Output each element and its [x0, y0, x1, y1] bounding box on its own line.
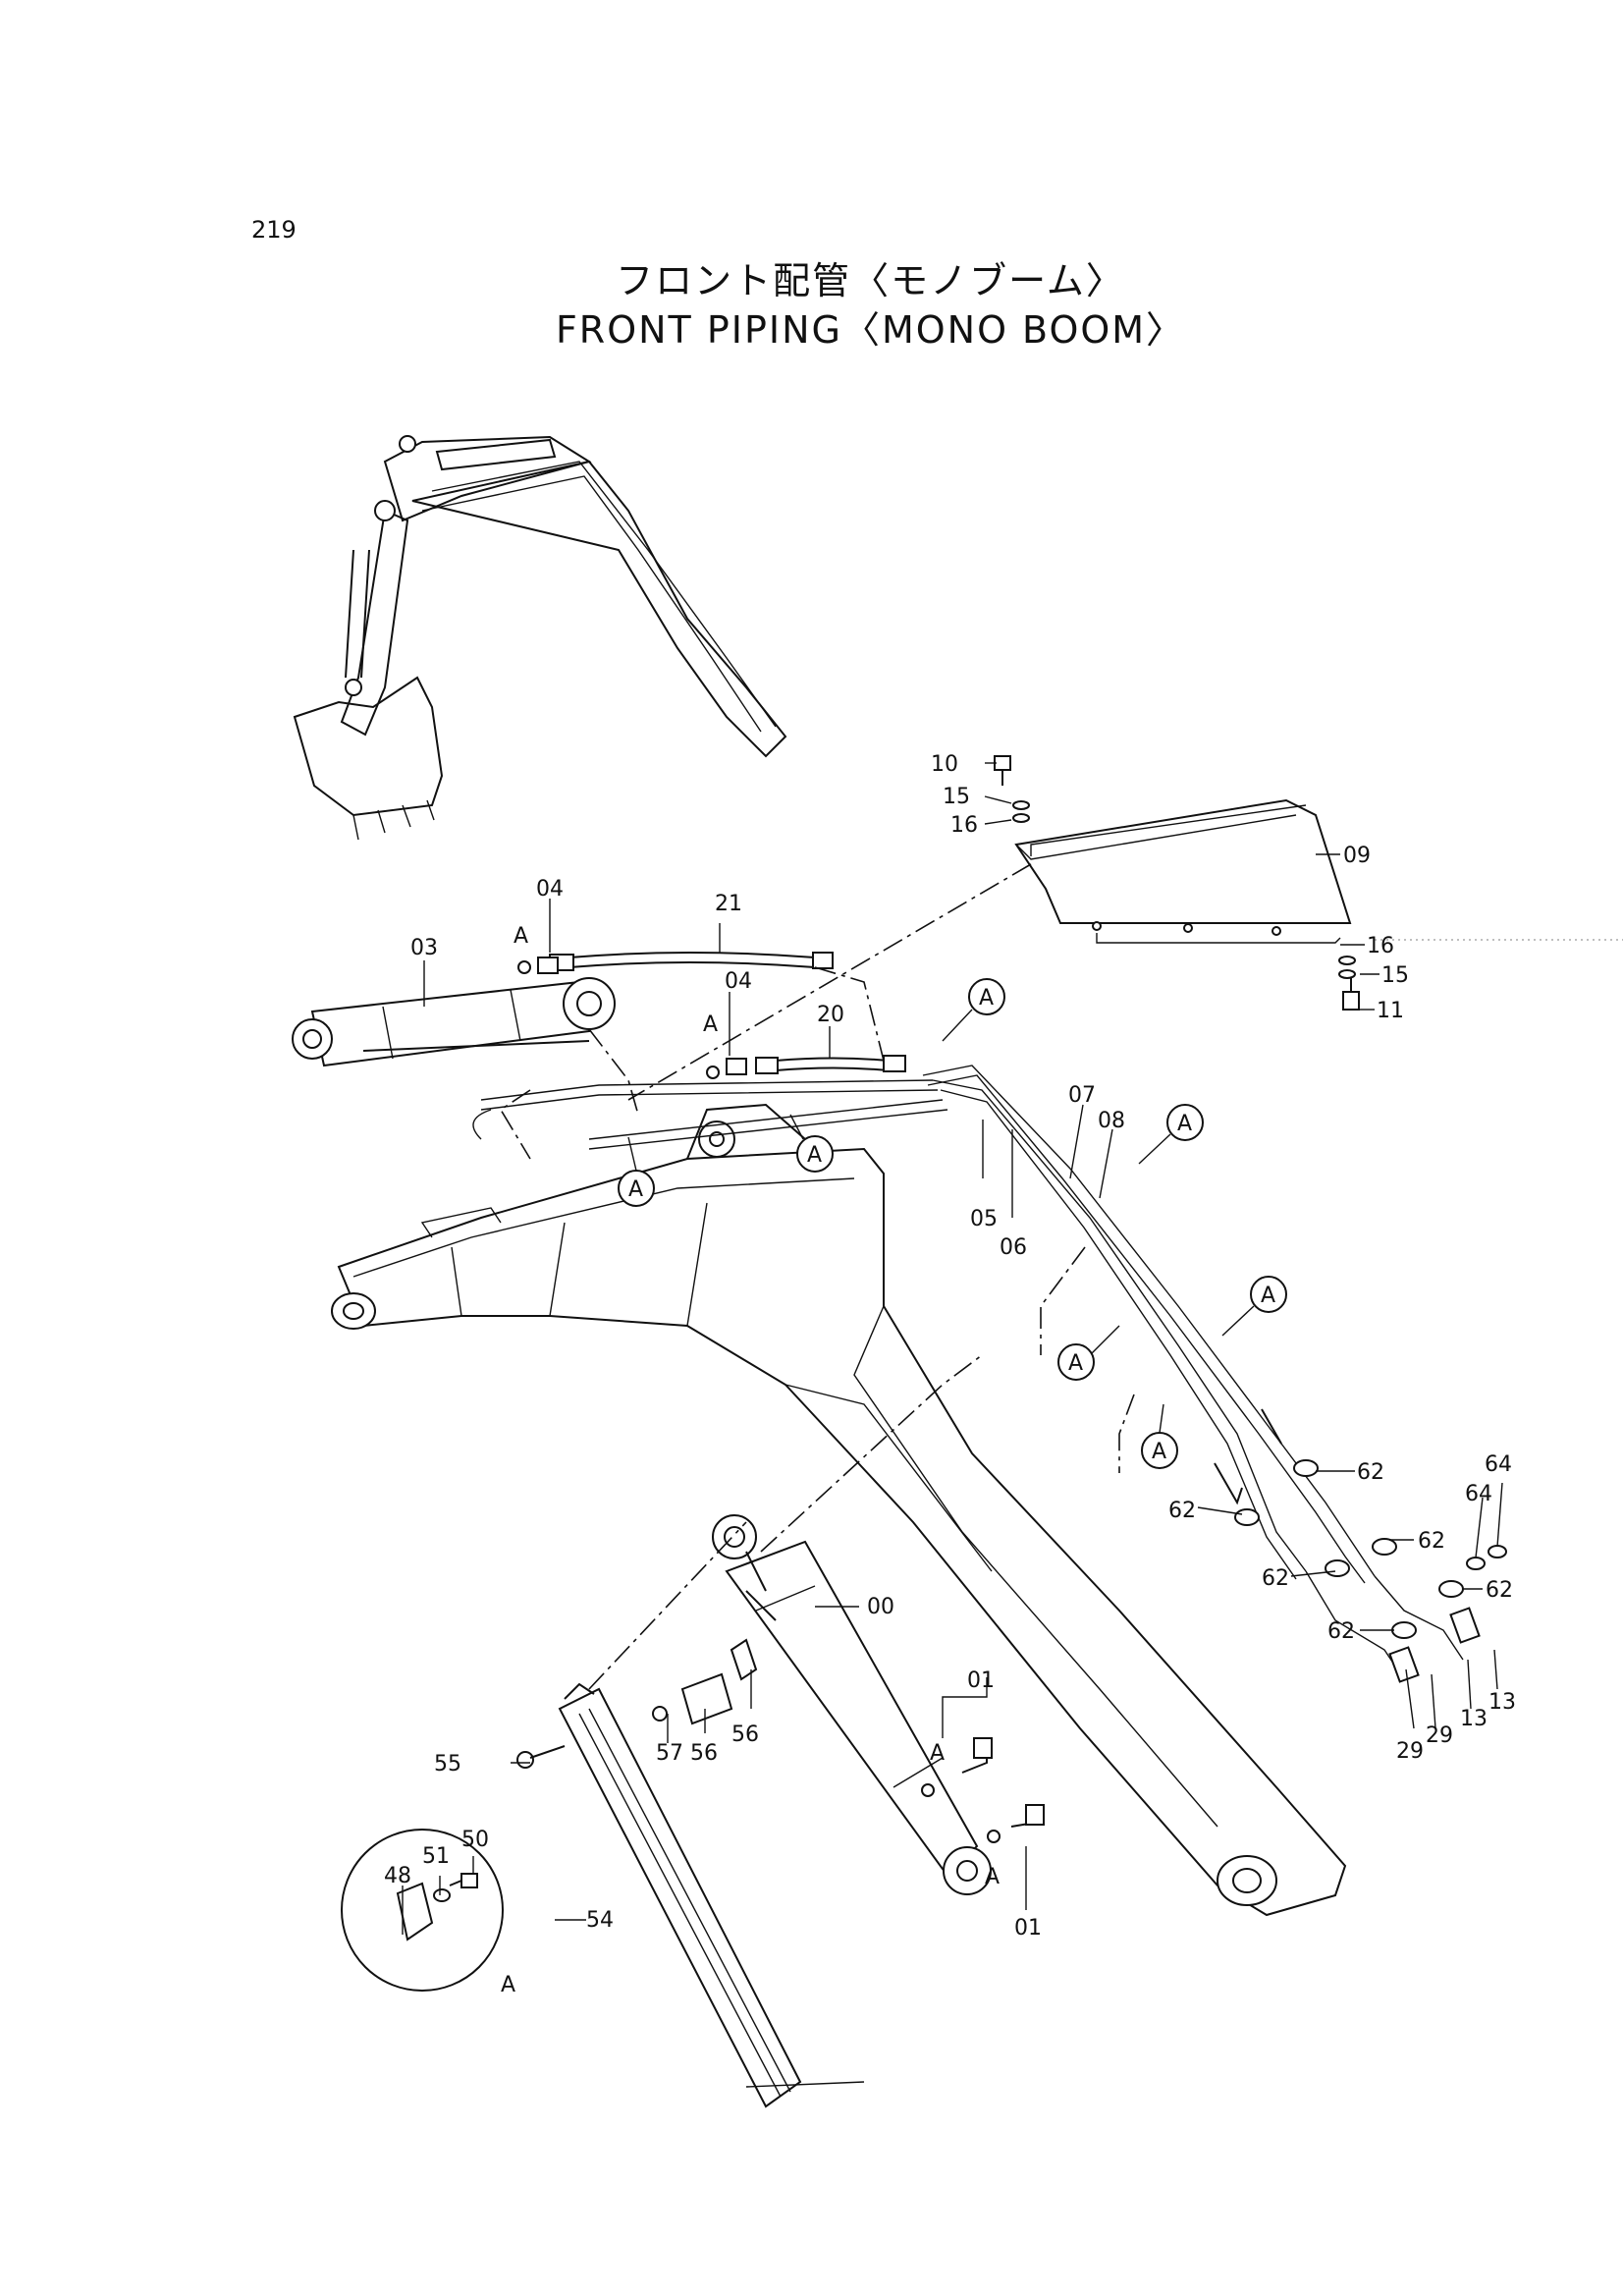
- label-15a: 15: [943, 785, 970, 809]
- label-54: 54: [586, 1908, 614, 1933]
- bolt-11: [1338, 956, 1360, 1011]
- leader-lines: [402, 762, 1503, 2088]
- label-08: 08: [1098, 1109, 1125, 1133]
- label-06: 06: [1000, 1235, 1027, 1260]
- label-09: 09: [1343, 844, 1371, 868]
- boom: [331, 1103, 1347, 1917]
- label-04b: 04: [725, 969, 752, 994]
- label-04a: 04: [536, 877, 564, 902]
- detail-label-a: A: [501, 1973, 515, 1997]
- ref-marker-7: A: [1141, 1403, 1178, 1469]
- label-64b: 64: [1465, 1482, 1492, 1506]
- ref-marker-3-label: A: [628, 1177, 643, 1202]
- label-50: 50: [461, 1828, 489, 1852]
- ref-a-fitting-04-lower: A: [703, 1012, 718, 1037]
- hose-21: [549, 952, 834, 971]
- ref-marker-5-label: A: [1261, 1284, 1275, 1308]
- title-english: FRONT PIPING〈MONO BOOM〉: [555, 308, 1186, 352]
- elbow-01-upper: [921, 1737, 993, 1797]
- label-16b: 16: [1367, 934, 1394, 958]
- boom-cylinder-00: [712, 1514, 992, 1895]
- detail-circle: [341, 1829, 504, 1992]
- label-29a: 29: [1396, 1739, 1424, 1764]
- label-21: 21: [715, 892, 742, 916]
- label-01b: 01: [1014, 1916, 1042, 1941]
- cover-plate: [1014, 798, 1352, 944]
- ref-markers: A A A A A A A: [618, 978, 1287, 1469]
- guard-54: [558, 1682, 802, 2108]
- label-62c: 62: [1418, 1529, 1445, 1554]
- label-01a: 01: [967, 1668, 995, 1693]
- o-rings-64: [1466, 1545, 1507, 1570]
- elbow-01-lower: [987, 1804, 1045, 1843]
- label-13a: 13: [1460, 1707, 1488, 1731]
- label-51: 51: [422, 1844, 450, 1869]
- fitting-04-upper: [517, 957, 559, 974]
- ref-a-fitting-04-upper: A: [514, 924, 528, 949]
- label-11: 11: [1377, 999, 1404, 1023]
- arm-cylinder-03: [292, 977, 616, 1067]
- label-00: 00: [867, 1595, 894, 1619]
- title-japanese: フロント配管〈モノブーム〉: [616, 259, 1125, 302]
- ref-a-elbow-01-upper: A: [930, 1741, 945, 1766]
- clamp-56: [652, 1638, 758, 1725]
- label-16a: 16: [950, 813, 978, 838]
- page-number: 219: [251, 216, 297, 244]
- label-15b: 15: [1381, 963, 1409, 988]
- fitting-04-lower: [706, 1058, 747, 1079]
- label-10: 10: [931, 752, 958, 777]
- label-62a: 62: [1357, 1460, 1384, 1485]
- ref-marker-1: A: [942, 978, 1005, 1042]
- label-56b: 56: [731, 1722, 759, 1747]
- hose-20: [755, 1055, 906, 1074]
- label-13b: 13: [1488, 1690, 1516, 1715]
- label-62e: 62: [1486, 1578, 1513, 1603]
- ref-marker-6: A: [1057, 1325, 1120, 1381]
- reference-lines: [499, 863, 1135, 1690]
- label-20: 20: [817, 1003, 844, 1027]
- label-48: 48: [384, 1864, 411, 1888]
- bolt-55: [516, 1745, 566, 1769]
- excavator-overview: [293, 435, 787, 841]
- ref-marker-5: A: [1221, 1276, 1287, 1337]
- ref-marker-6-label: A: [1068, 1351, 1083, 1376]
- ref-a-elbow-01-lower: A: [985, 1865, 1000, 1889]
- ref-marker-3: A: [618, 1136, 655, 1207]
- label-03: 03: [410, 936, 438, 960]
- label-29b: 29: [1426, 1723, 1453, 1748]
- ref-marker-4: A: [1138, 1104, 1204, 1165]
- ref-marker-2-label: A: [807, 1143, 822, 1168]
- bolt-10: [994, 755, 1030, 823]
- label-05: 05: [970, 1207, 998, 1231]
- boom-pipes: [472, 1065, 1481, 1683]
- label-62b: 62: [1168, 1499, 1196, 1523]
- ref-marker-4-label: A: [1177, 1112, 1192, 1136]
- label-57: 57: [656, 1741, 683, 1766]
- label-55: 55: [434, 1752, 461, 1777]
- label-62d: 62: [1262, 1566, 1289, 1591]
- label-64a: 64: [1485, 1452, 1512, 1477]
- ref-marker-2: A: [789, 1114, 834, 1173]
- label-56a: 56: [690, 1741, 718, 1766]
- label-62f: 62: [1327, 1619, 1355, 1644]
- ref-marker-7-label: A: [1152, 1440, 1166, 1464]
- label-07: 07: [1068, 1083, 1096, 1108]
- ref-marker-1-label: A: [979, 986, 994, 1011]
